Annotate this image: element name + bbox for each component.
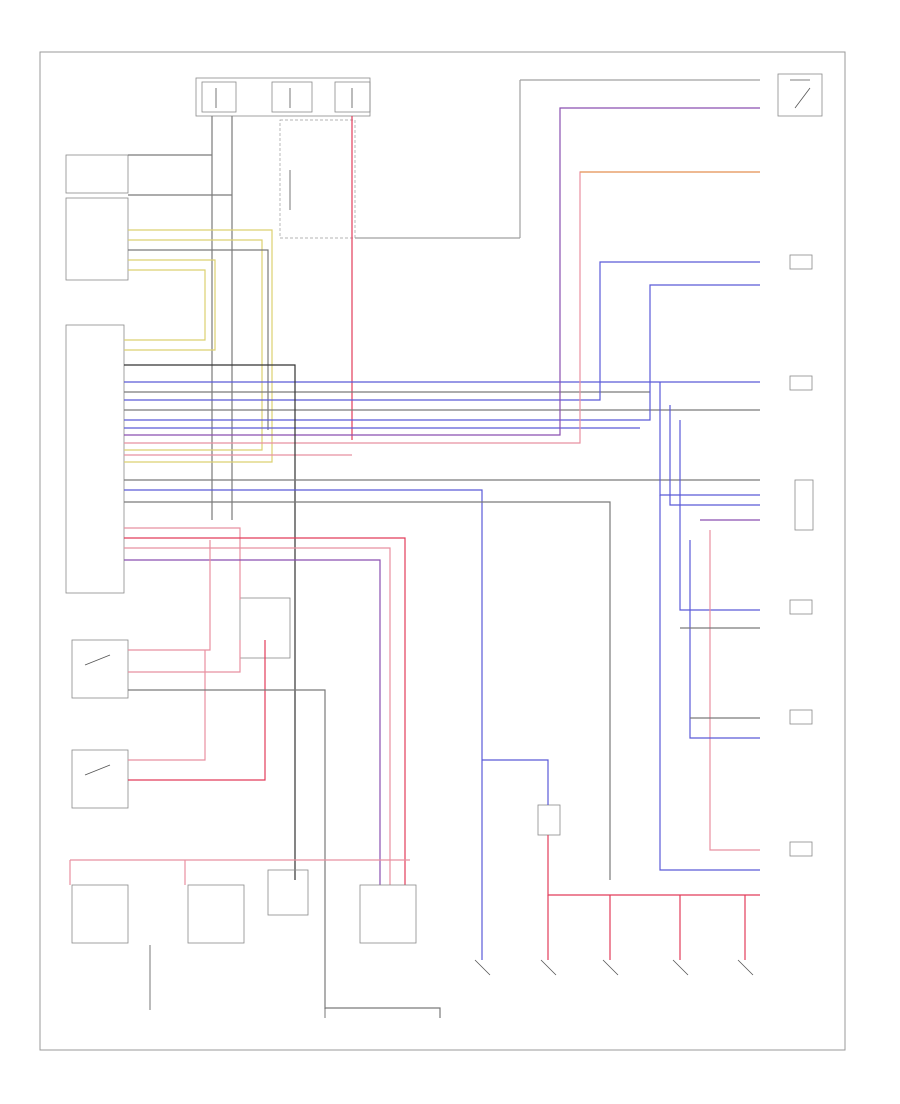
wires-yellow	[124, 229, 273, 463]
diagram-border	[39, 51, 846, 1051]
lock-switch-driver	[71, 639, 129, 699]
control-unit-main	[65, 324, 125, 594]
fuse-block-top	[195, 77, 371, 117]
wires-right-vertical	[659, 382, 760, 871]
right-components	[789, 254, 814, 857]
actuator-passenger	[187, 884, 245, 944]
actuator-driver	[71, 884, 129, 944]
actuator-rear	[359, 884, 417, 944]
door-switch-1	[789, 254, 813, 270]
fuse-2	[271, 81, 313, 113]
wires-gray-left	[128, 249, 269, 430]
bottom-left-actuators	[71, 869, 441, 1018]
switch-center	[537, 804, 561, 836]
module-upper-left	[65, 154, 129, 194]
door-switch-3	[789, 599, 813, 615]
connector-right	[794, 479, 814, 531]
ground-junction	[267, 869, 309, 916]
door-switch-5	[789, 841, 813, 857]
module-left-connector	[65, 197, 129, 281]
wires-control-bus	[124, 107, 760, 900]
door-switch-2	[789, 375, 813, 391]
fuse-3	[334, 81, 371, 113]
door-switch-4	[789, 709, 813, 725]
left-switches	[71, 597, 291, 809]
fuse-1	[201, 81, 237, 113]
lock-switch-passenger	[71, 749, 129, 809]
switch-top-right	[777, 73, 823, 117]
wires-pink-red	[69, 527, 410, 1000]
bottom-right-switches	[474, 759, 760, 976]
relay-dashed-box	[279, 119, 356, 239]
